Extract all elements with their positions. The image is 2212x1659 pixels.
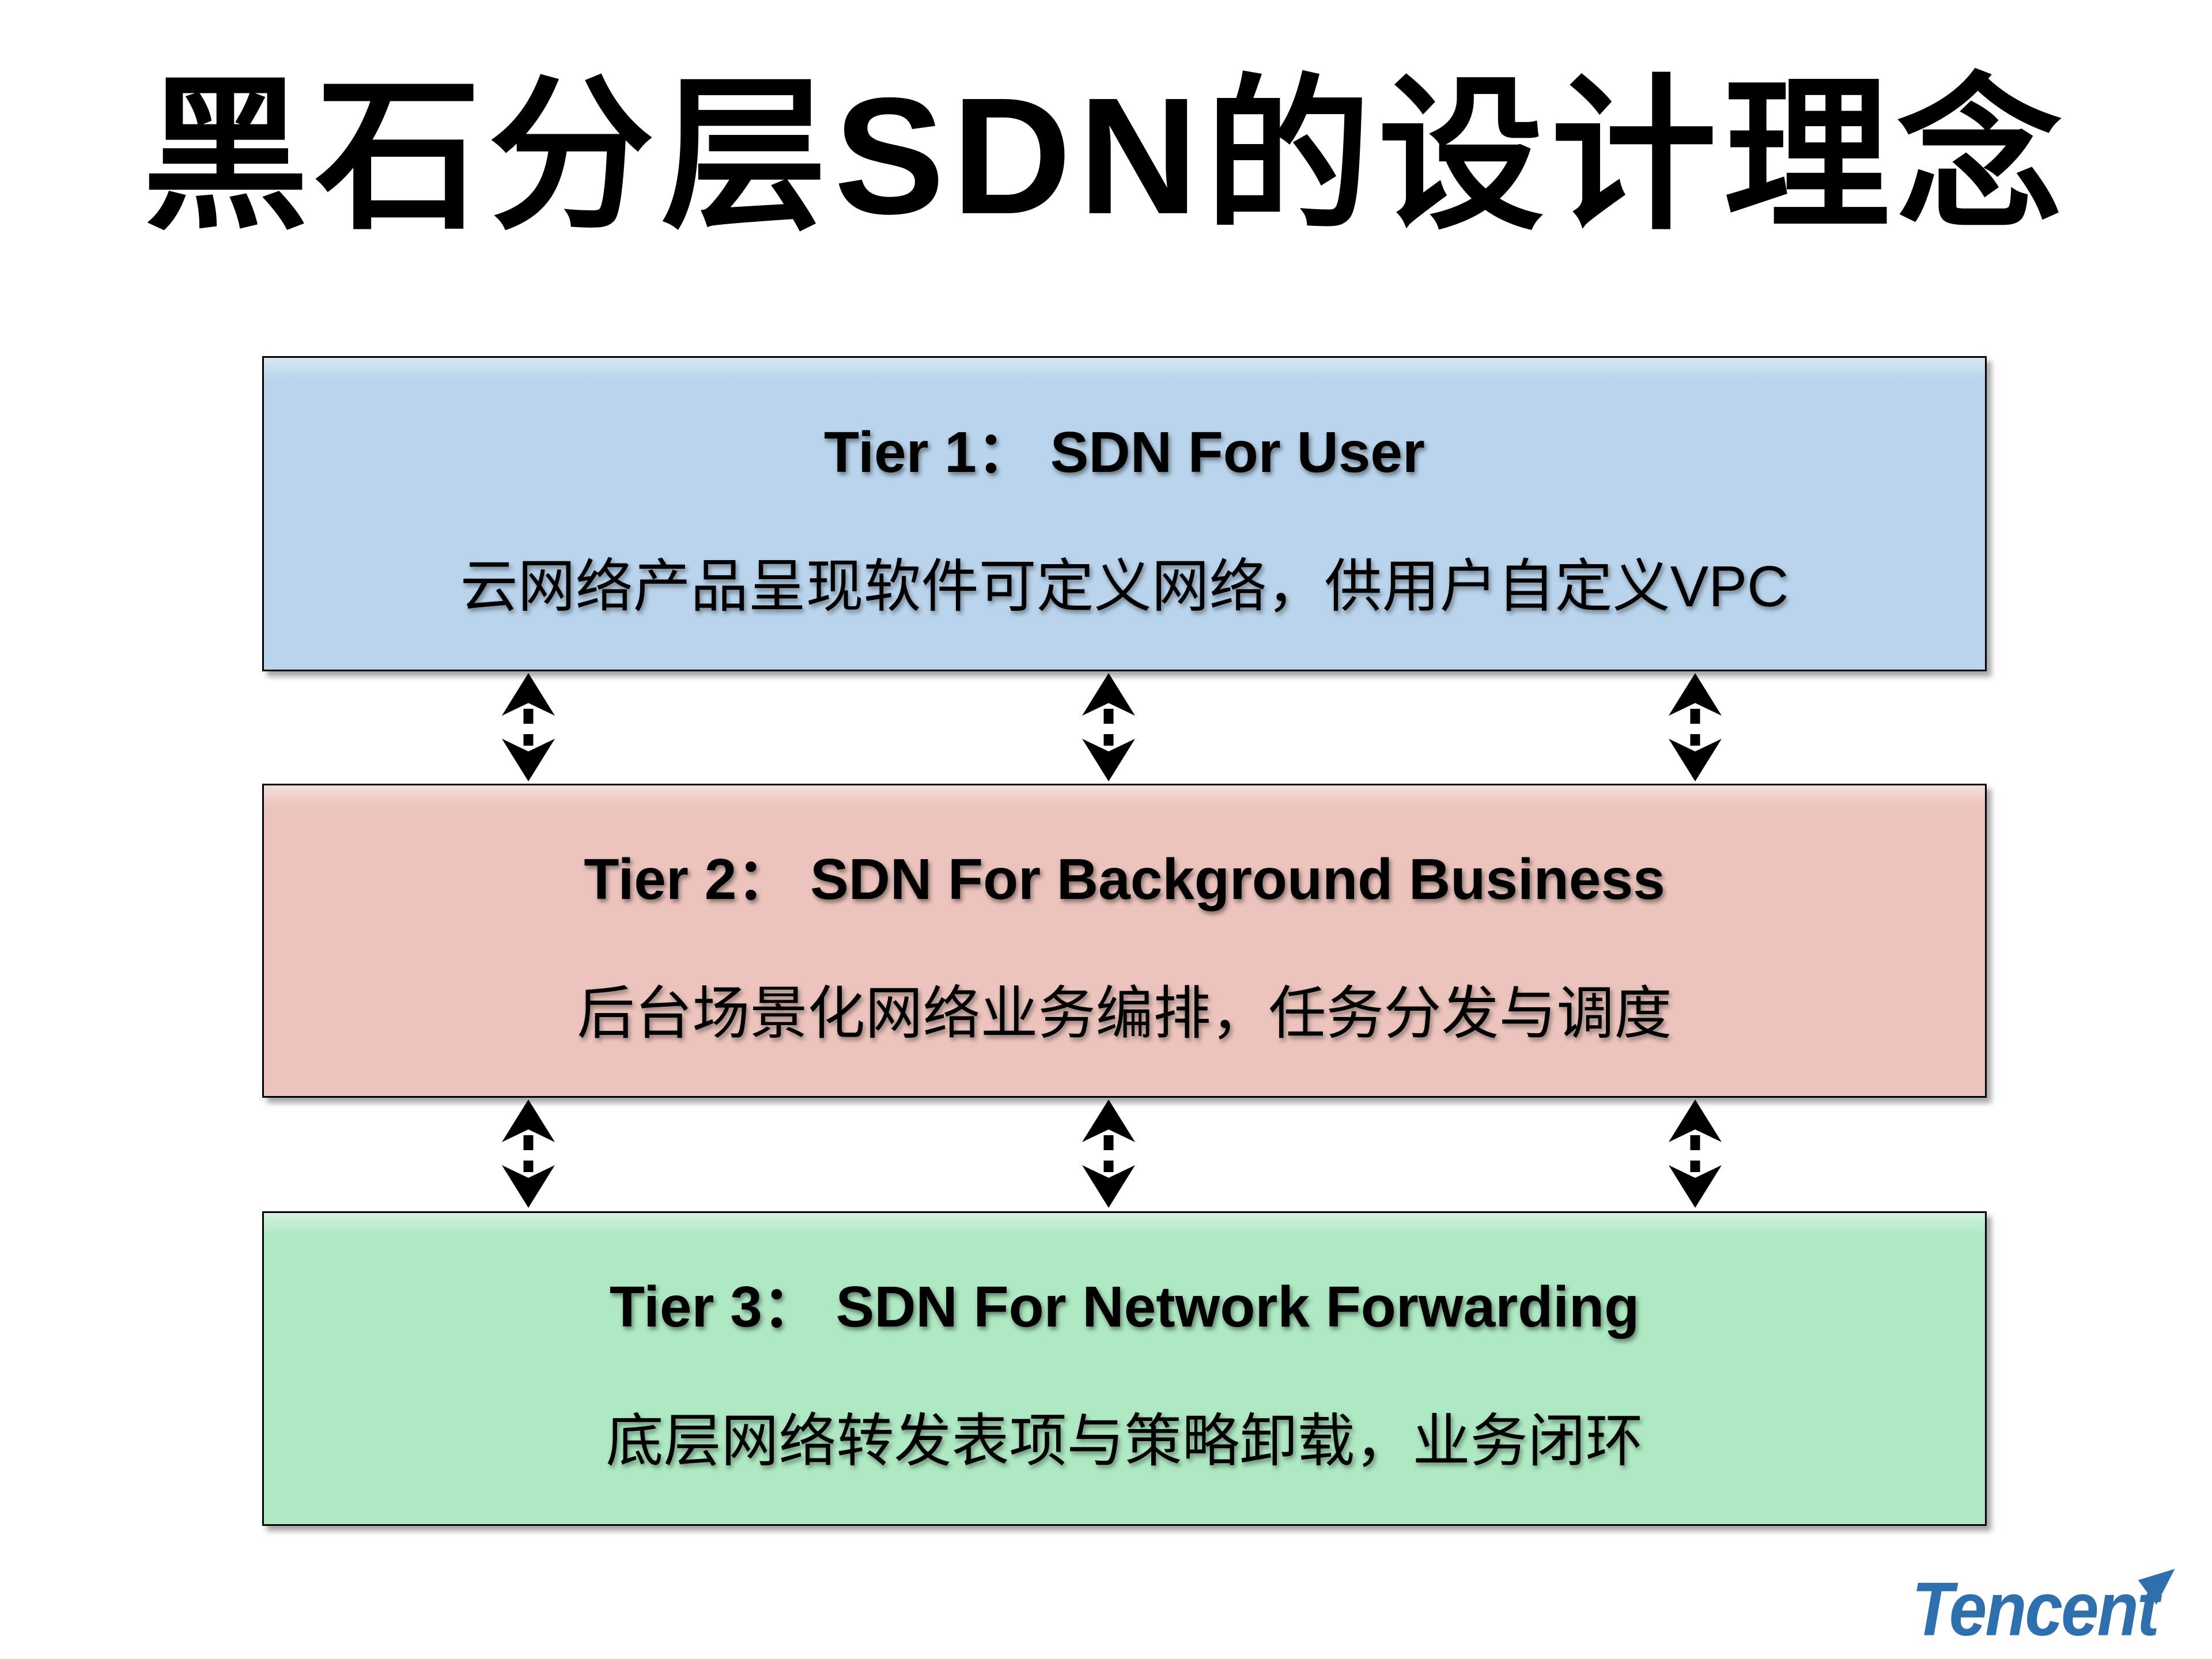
tier1-box: Tier 1： SDN For User 云网络产品呈现软件可定义网络，供用户自… [262,356,1987,671]
double-arrow-icon [1082,673,1135,781]
double-arrow-icon [1669,673,1722,781]
tier3-box: Tier 3： SDN For Network Forwarding 底层网络转… [262,1211,1987,1526]
slide-title: 黑石分层SDN的设计理念 [142,63,2070,249]
tier2-description: 后台场景化网络业务编排，任务分发与调度 [577,981,1672,1046]
tier3-description: 底层网络转发表项与策略卸载，业务闭环 [606,1409,1643,1473]
tier1-heading: Tier 1： SDN For User [824,420,1425,485]
double-arrow-icon [1082,1099,1135,1208]
double-arrow-icon [1669,1099,1722,1208]
double-arrow-icon [502,673,555,781]
tier3-heading: Tier 3： SDN For Network Forwarding [609,1275,1640,1339]
tier2-box: Tier 2： SDN For Background Business 后台场景… [262,784,1987,1098]
tencent-logo-text: Tencent [1912,1566,2160,1652]
tier2-heading: Tier 2： SDN For Background Business [584,846,1665,912]
double-arrow-icon [502,1099,555,1208]
tier1-description: 云网络产品呈现软件可定义网络，供用户自定义VPC [460,554,1789,619]
tencent-logo: Tencent [1912,1567,2183,1656]
logo-arrow-icon [2138,1569,2175,1605]
